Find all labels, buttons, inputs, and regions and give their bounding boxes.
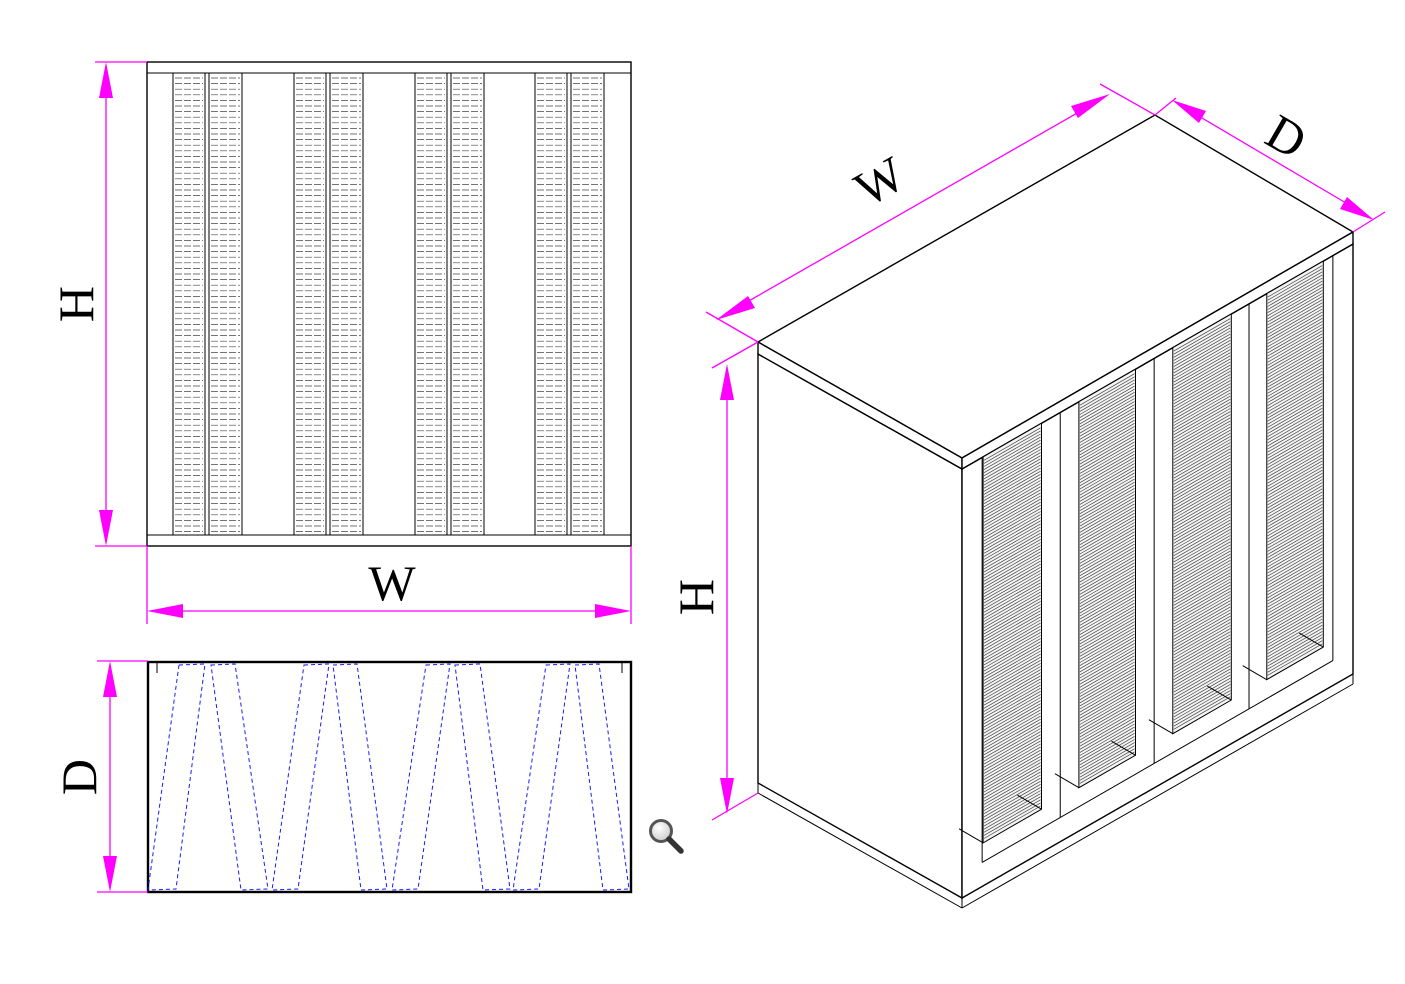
side-pleats bbox=[147, 663, 630, 891]
front-pocket bbox=[570, 72, 605, 536]
front-pocket-outline bbox=[293, 72, 327, 536]
iso-pocket-hatch bbox=[1079, 373, 1135, 784]
arrow-head bbox=[103, 856, 117, 892]
iso-pocket bbox=[1148, 313, 1232, 735]
arrow-head bbox=[147, 604, 183, 618]
front-pocket-hatch bbox=[453, 77, 482, 532]
iso-pocket bbox=[1242, 260, 1324, 681]
front-pocket-hatch bbox=[537, 77, 565, 532]
iso-height-label: H bbox=[668, 579, 724, 615]
front-pocket bbox=[208, 72, 243, 536]
front-pocket bbox=[329, 72, 364, 536]
front-pocket-outline bbox=[208, 72, 243, 536]
arrow-head bbox=[99, 510, 113, 546]
side-pleat bbox=[147, 663, 206, 891]
front-view bbox=[146, 61, 632, 547]
front-pocket-outline bbox=[329, 72, 364, 536]
iso-pocket-edge bbox=[1111, 740, 1136, 756]
iso-frame-rail bbox=[981, 660, 1334, 863]
front-pocket-outline bbox=[414, 72, 448, 536]
front-height-dimension: H bbox=[48, 61, 147, 547]
iso-pocket-edge bbox=[958, 828, 984, 844]
front-pocket-outline bbox=[534, 72, 568, 536]
side-pleat bbox=[512, 663, 571, 891]
arrow-head bbox=[720, 778, 734, 814]
iso-pocket-edge bbox=[1054, 773, 1080, 789]
iso-pocket-edge bbox=[1299, 632, 1324, 648]
arrow-head bbox=[103, 661, 117, 697]
side-pleat bbox=[454, 663, 511, 891]
front-pocket-outline bbox=[570, 72, 605, 536]
front-pockets bbox=[172, 72, 605, 536]
arrow-head bbox=[716, 296, 755, 320]
arrow-head bbox=[595, 604, 631, 618]
side-depth-dimension: D bbox=[51, 660, 148, 893]
iso-pocket bbox=[1054, 368, 1136, 789]
side-pleat bbox=[574, 663, 630, 891]
side-pleat bbox=[391, 663, 451, 891]
front-pocket-outline bbox=[450, 72, 485, 536]
front-pocket-outline bbox=[172, 72, 206, 536]
front-pocket bbox=[293, 72, 327, 536]
front-pocket-hatch bbox=[332, 77, 361, 532]
front-height-label: H bbox=[48, 286, 104, 322]
side-pleat bbox=[210, 663, 269, 891]
side-frame bbox=[146, 660, 633, 894]
side-pleat bbox=[332, 663, 388, 891]
front-pocket-hatch bbox=[417, 77, 445, 532]
arrow-head bbox=[99, 62, 113, 98]
side-view bbox=[146, 660, 633, 894]
arrow-head bbox=[1340, 197, 1374, 220]
iso-pocket-hatch bbox=[983, 427, 1041, 839]
iso-pocket-edge bbox=[1017, 794, 1042, 810]
iso-pocket-hatch bbox=[1267, 265, 1323, 676]
magnifier-icon[interactable] bbox=[646, 816, 686, 856]
front-pocket-hatch bbox=[175, 77, 203, 532]
front-width-label: W bbox=[368, 555, 416, 611]
iso-pocket-hatch bbox=[1173, 318, 1231, 730]
arrow-head bbox=[1172, 100, 1206, 123]
arrow-head bbox=[1071, 94, 1110, 118]
front-pocket bbox=[450, 72, 485, 536]
side-pleat bbox=[271, 663, 330, 891]
iso-height-dimension: H bbox=[668, 341, 759, 821]
iso-top-edge-front bbox=[961, 230, 1354, 471]
front-pocket bbox=[414, 72, 448, 536]
iso-view bbox=[756, 114, 1355, 909]
front-pocket-hatch bbox=[211, 77, 240, 532]
iso-pocket-edge bbox=[1242, 665, 1268, 681]
iso-pocket-edge bbox=[1207, 685, 1232, 701]
front-width-dimension: W bbox=[146, 546, 632, 624]
iso-pocket bbox=[958, 422, 1042, 844]
arrow-head bbox=[720, 364, 734, 400]
magnifier-glyph bbox=[649, 819, 684, 854]
front-pocket-hatch bbox=[296, 77, 324, 532]
iso-pockets bbox=[958, 255, 1334, 863]
front-pocket-hatch bbox=[573, 77, 602, 532]
iso-depth-label: D bbox=[1257, 103, 1316, 170]
iso-width-label: W bbox=[845, 145, 914, 217]
iso-pocket-edge bbox=[1148, 719, 1174, 735]
front-pocket bbox=[172, 72, 206, 536]
side-depth-label: D bbox=[51, 759, 107, 795]
front-pocket bbox=[534, 72, 568, 536]
